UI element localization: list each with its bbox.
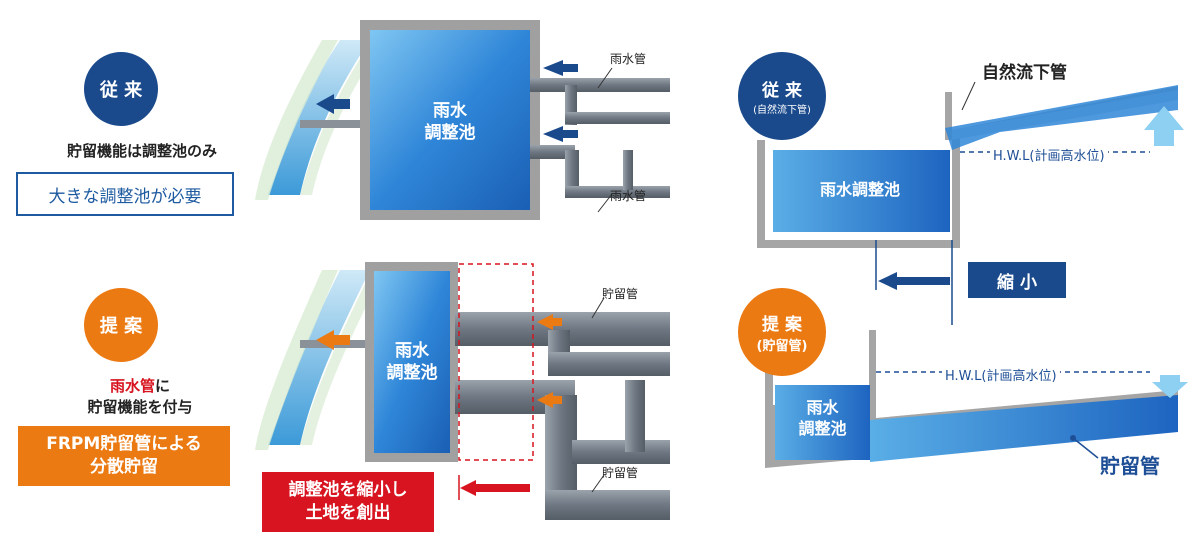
storage-pipe-dot	[1070, 435, 1076, 441]
section-pond-label-bottom: 雨水 調整池	[798, 398, 847, 438]
storage-pipe-label-top: 貯留管	[602, 287, 639, 301]
pipe-label-leader-3	[591, 297, 605, 319]
inflow-arrow-2	[543, 126, 578, 142]
pond-top	[360, 20, 540, 220]
section-pond-label-top: 雨水調整池	[819, 180, 900, 199]
proposal-caption-suffix: に	[155, 377, 171, 395]
frpm-callout: FRPM貯留管による 分散貯留	[18, 426, 230, 486]
pipe-label-leader-4	[591, 474, 605, 493]
proposal-badge: 提 案	[84, 288, 158, 362]
river-top	[255, 40, 384, 200]
pond-label-top: 雨水 調整池	[424, 101, 476, 144]
pipe-label-leader-1	[597, 67, 613, 89]
outflow-arrow-top	[316, 94, 350, 114]
conventional-section-badge-title: 従 来	[762, 81, 802, 101]
section-bottom	[765, 330, 1188, 468]
reduction-arrow	[460, 480, 530, 496]
proposal-caption-line1: 雨水管に	[40, 375, 240, 396]
storage-pipe-leader	[1072, 437, 1099, 459]
pipe-label-leader-2	[597, 193, 613, 213]
proposal-section-badge-sub: (貯留管)	[756, 339, 808, 354]
proposal-caption-line2: 貯留機能を付与	[87, 398, 193, 416]
shrink-arrow	[878, 272, 950, 290]
storage-pipe-label-bottom: 貯留管	[602, 466, 639, 480]
hwl-label-bottom: H.W.L(計画高水位)	[942, 365, 1060, 384]
section-top	[757, 85, 1184, 248]
shrink-label: 縮 小	[968, 262, 1066, 298]
pipe-label-top: 雨水管	[610, 52, 647, 66]
storage-pipes	[455, 312, 670, 520]
outflow-arrow-bottom	[316, 330, 350, 350]
removed-area-outline	[458, 263, 534, 461]
hwl-label-top: H.W.L(計画高水位)	[990, 145, 1108, 164]
pond-label-bottom: 雨水 調整池	[386, 341, 438, 384]
conventional-section-badge: 従 来 (自然流下管)	[738, 52, 826, 140]
proposal-section-badge: 提 案 (貯留管)	[738, 288, 826, 376]
natural-flow-pipe-label: 自然流下管	[982, 63, 1067, 83]
proposal-section-badge-title: 提 案	[762, 315, 802, 335]
reduction-callout: 調整池を縮小し 土地を創出	[262, 472, 434, 532]
proposal-caption-highlight: 雨水管	[109, 377, 155, 395]
conventional-badge: 従 来	[84, 52, 158, 126]
natural-pipe-leader	[961, 81, 976, 111]
storage-inflow-arrow-1	[537, 314, 562, 330]
pipes-top	[530, 78, 670, 198]
conventional-caption: 貯留機能は調整池のみ	[66, 142, 217, 160]
storage-inflow-arrow-2	[537, 392, 562, 408]
inflow-arrow-1	[543, 60, 578, 76]
pipe-label-bottom: 雨水管	[610, 189, 647, 203]
conventional-section-badge-sub: (自然流下管)	[753, 105, 811, 116]
pond-bottom	[365, 262, 458, 462]
large-pond-callout: 大きな調整池が必要	[16, 172, 234, 216]
storage-pipe-section-label: 貯留管	[1100, 454, 1160, 478]
outlet-pipe-top	[300, 120, 370, 128]
river-bottom	[255, 270, 384, 450]
